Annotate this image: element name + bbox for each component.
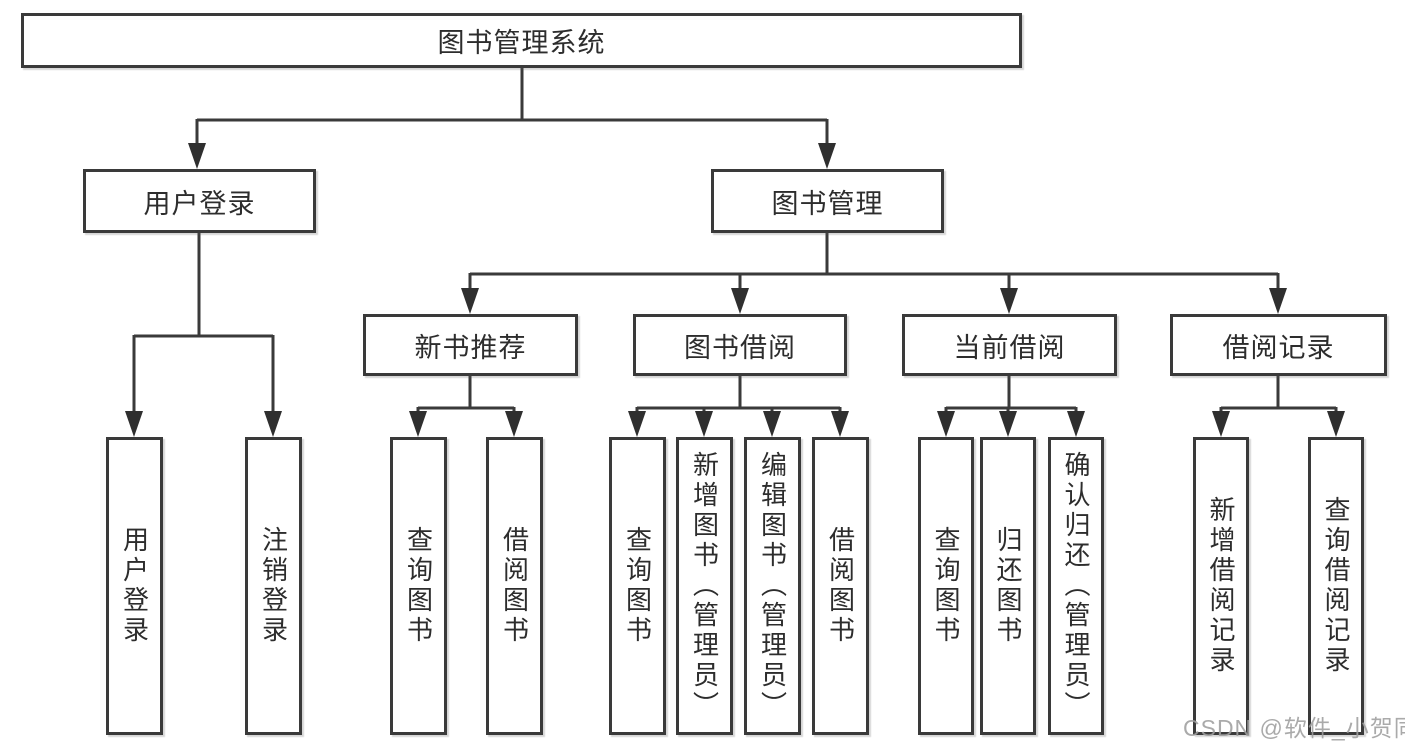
node-book-management: 图书管理 [711, 169, 944, 233]
node-leaf-bb-borrow-book-label: 借阅图书 [825, 526, 856, 646]
node-user-login-label: 用户登录 [143, 188, 256, 219]
watermark: CSDN @软件_小贺同学 [1183, 715, 1405, 741]
node-book-borrow-label: 图书借阅 [684, 332, 796, 363]
node-leaf-cb-confirm-return: 确认归还（管理员） [1048, 437, 1104, 735]
node-current-borrow-label: 当前借阅 [953, 332, 1066, 363]
node-leaf-cb-confirm-return-label: 确认归还（管理员） [1061, 451, 1091, 721]
node-current-borrow: 当前借阅 [902, 314, 1117, 376]
node-leaf-bb-add-book: 新增图书（管理员） [676, 437, 733, 735]
node-leaf-br-query-record: 查询借阅记录 [1308, 437, 1364, 735]
node-leaf-cb-return-book: 归还图书 [980, 437, 1036, 735]
node-new-book-recommend-label: 新书推荐 [414, 332, 527, 363]
node-book-management-label: 图书管理 [771, 188, 884, 219]
node-leaf-bb-edit-book: 编辑图书（管理员） [744, 437, 801, 735]
node-leaf-nbr-query-book-label: 查询图书 [403, 526, 434, 646]
node-leaf-bb-query-book-label: 查询图书 [622, 526, 653, 646]
node-leaf-nbr-borrow-book-label: 借阅图书 [499, 526, 530, 646]
node-leaf-br-add-record: 新增借阅记录 [1193, 437, 1249, 735]
node-leaf-bb-query-book: 查询图书 [609, 437, 666, 735]
node-leaf-bb-borrow-book: 借阅图书 [812, 437, 869, 735]
node-leaf-nbr-query-book: 查询图书 [390, 437, 447, 735]
node-new-book-recommend: 新书推荐 [363, 314, 578, 376]
node-root-label: 图书管理系统 [437, 28, 606, 58]
node-leaf-bb-edit-book-label: 编辑图书（管理员） [757, 451, 788, 721]
node-leaf-cb-return-book-label: 归还图书 [993, 526, 1023, 646]
node-leaf-cb-query-book: 查询图书 [918, 437, 974, 735]
node-leaf-nbr-borrow-book: 借阅图书 [486, 437, 543, 735]
node-leaf-br-query-record-label: 查询借阅记录 [1321, 496, 1351, 676]
node-root: 图书管理系统 [21, 13, 1022, 68]
node-leaf-cb-query-book-label: 查询图书 [931, 526, 961, 646]
node-leaf-user-login: 用户登录 [106, 437, 163, 735]
node-user-login: 用户登录 [83, 169, 316, 233]
node-borrow-record: 借阅记录 [1170, 314, 1387, 376]
node-book-borrow: 图书借阅 [633, 314, 847, 376]
node-leaf-logout-label: 注销登录 [258, 526, 289, 646]
arrowhead-icons [125, 143, 1345, 437]
node-leaf-bb-add-book-label: 新增图书（管理员） [689, 451, 720, 721]
node-leaf-logout: 注销登录 [245, 437, 302, 735]
node-leaf-user-login-label: 用户登录 [119, 526, 150, 646]
node-borrow-record-label: 借阅记录 [1222, 332, 1335, 363]
node-leaf-br-add-record-label: 新增借阅记录 [1206, 496, 1236, 676]
